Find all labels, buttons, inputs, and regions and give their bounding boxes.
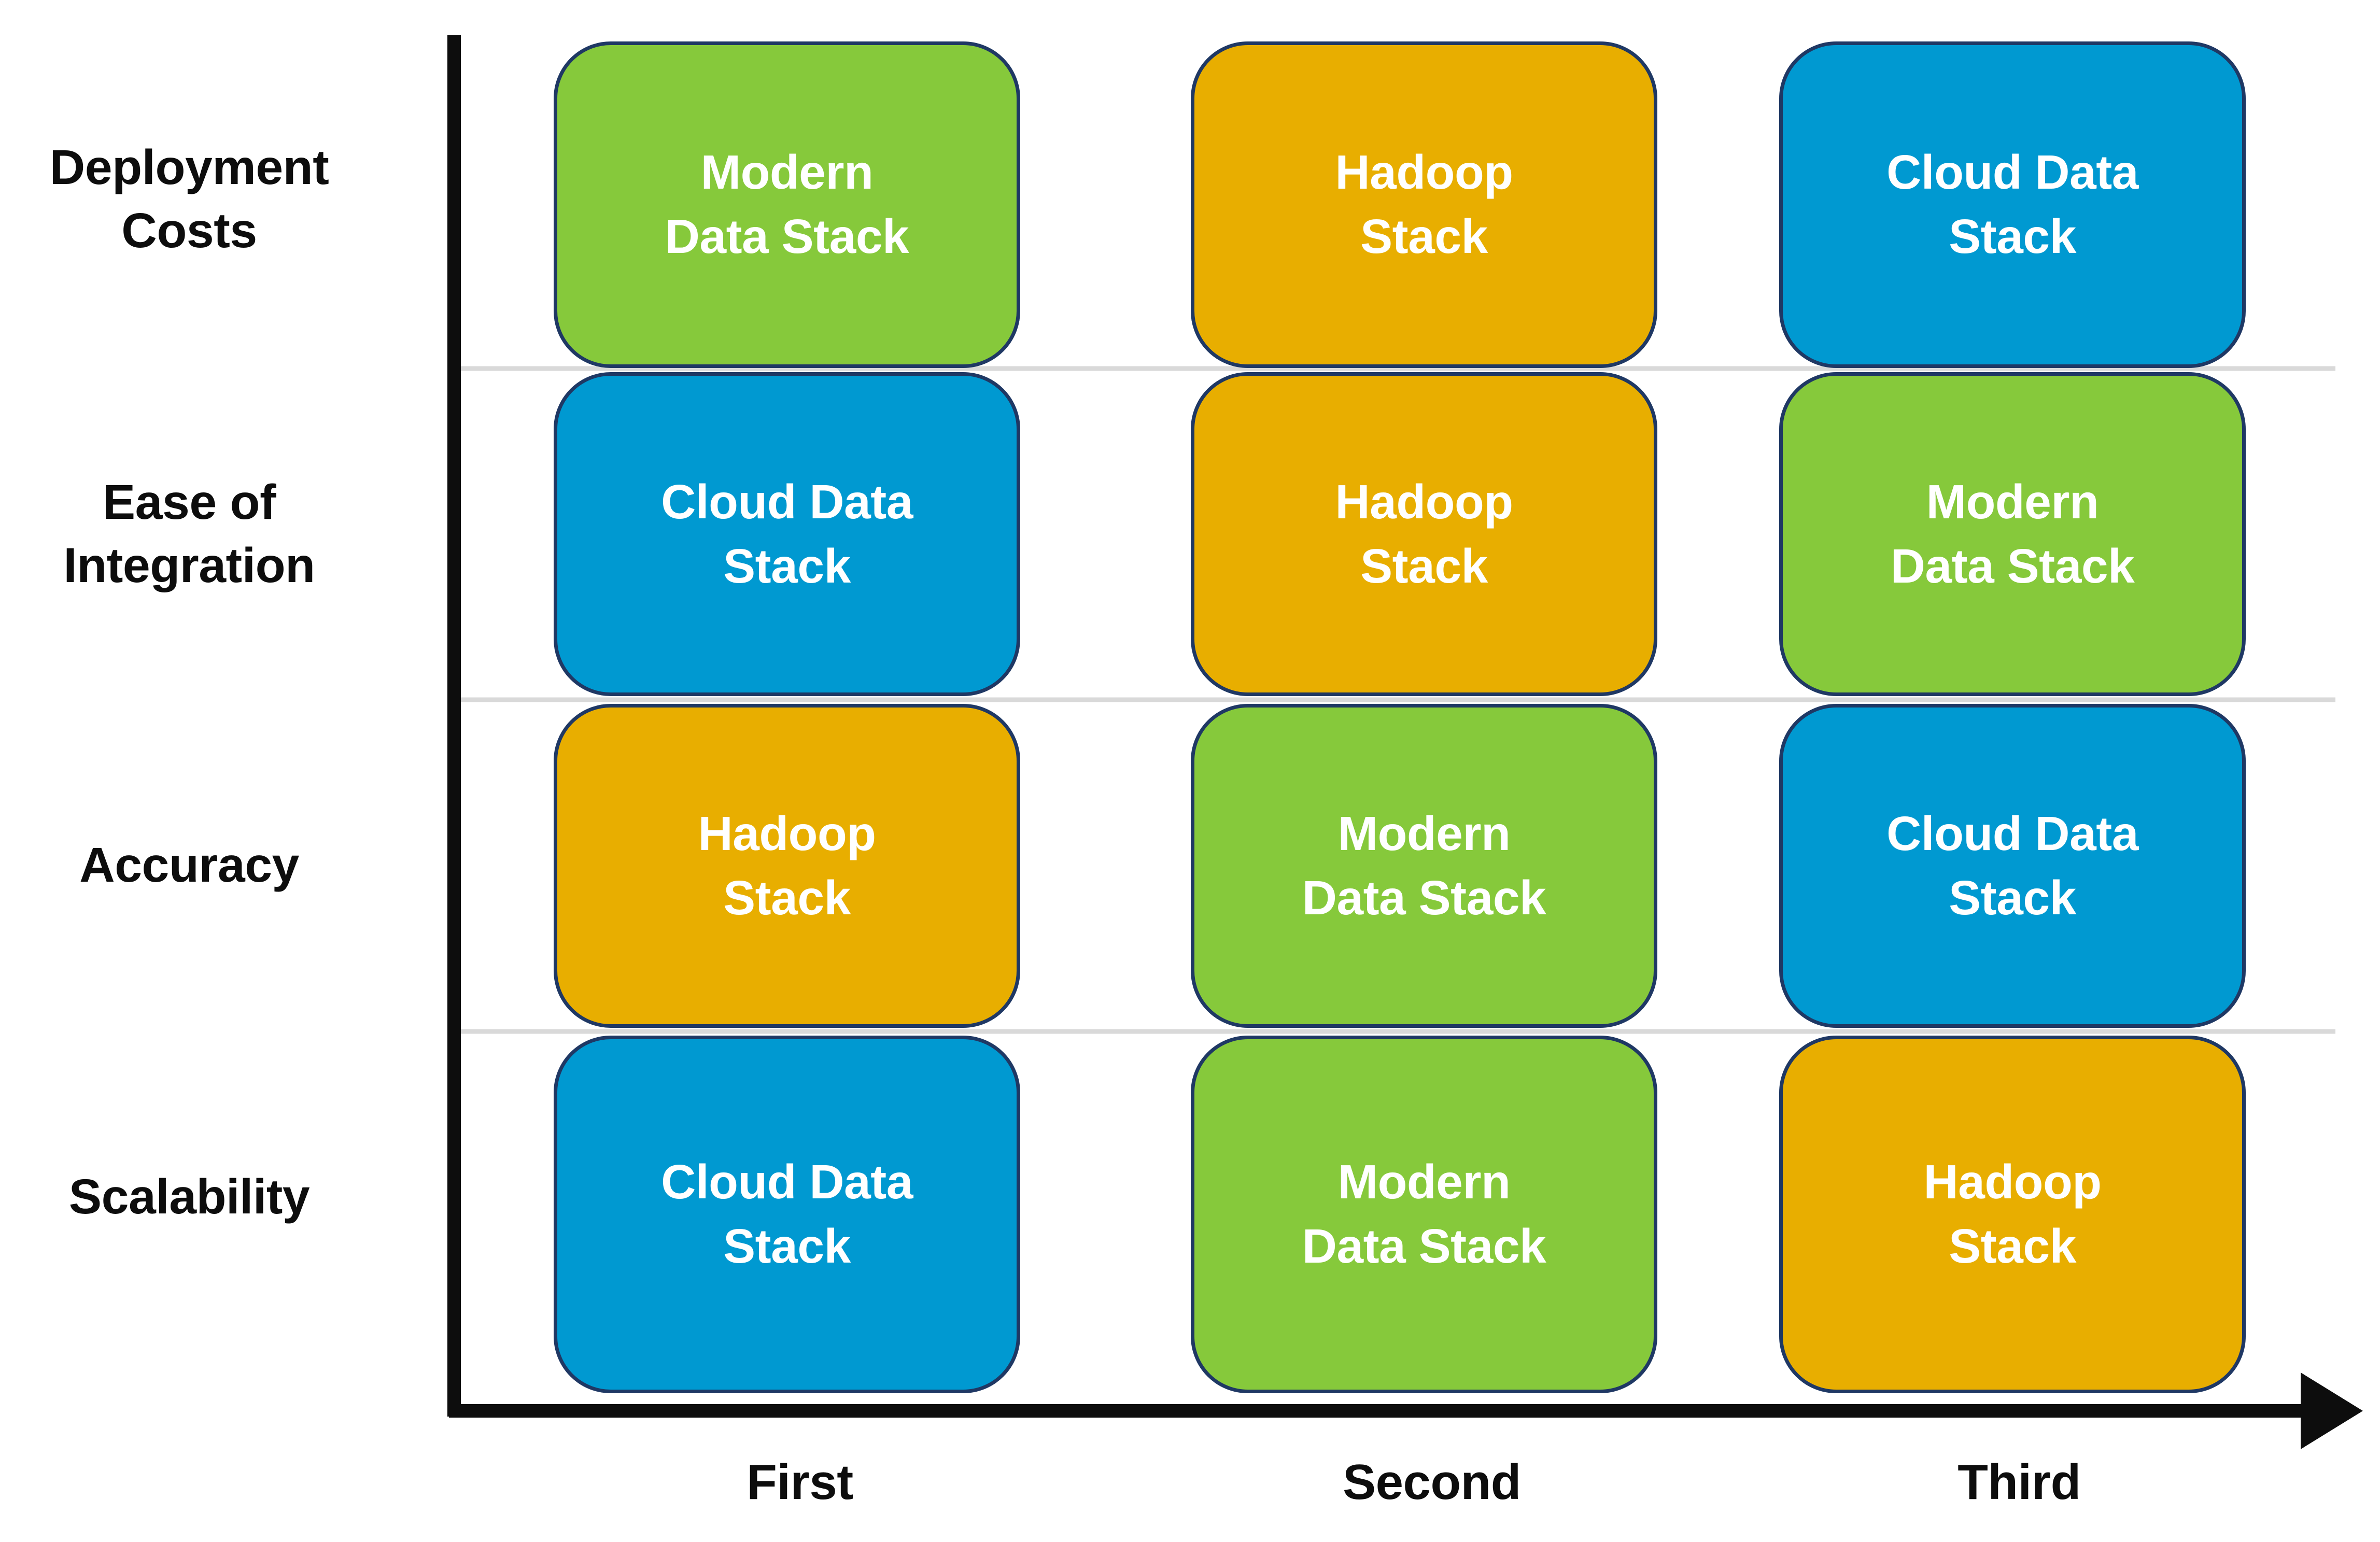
row-label-ease-of-integration: Ease of Integration [10, 369, 368, 700]
row-label-line-2: Integration [63, 537, 315, 593]
cell-label-line-2: Data Stack [1890, 539, 2135, 593]
row-label-line-1: Ease of [102, 474, 276, 530]
column-label-third: Third [1957, 1454, 2081, 1510]
row-label-line-1: Deployment [49, 140, 329, 195]
cell-r2c0-hadoop-stack[interactable]: Hadoop Stack [554, 704, 1020, 1028]
cell-label-line-1: Hadoop [698, 806, 876, 860]
row-label-scalability: Scalability [10, 1031, 368, 1363]
cell-label-line-2: Stack [1360, 209, 1488, 263]
row-label-line-1: Scalability [68, 1169, 310, 1225]
cell-label-line-2: Stack [723, 539, 851, 593]
cell-r2c1-modern-data-stack[interactable]: Modern Data Stack [1191, 704, 1657, 1028]
x-axis-arrow-icon [2301, 1373, 2363, 1449]
cell-r3c0-cloud-data-stack[interactable]: Cloud Data Stack [554, 1036, 1020, 1393]
cell-r3c2-hadoop-stack[interactable]: Hadoop Stack [1779, 1036, 2246, 1393]
cell-r2c2-cloud-data-stack[interactable]: Cloud Data Stack [1779, 704, 2246, 1028]
cell-label-line-2: Data Stack [1302, 1219, 1546, 1273]
cell-label-line-1: Hadoop [1335, 145, 1513, 200]
cell-label-line-1: Hadoop [1923, 1155, 2102, 1209]
cell-label-line-2: Stack [1360, 539, 1488, 593]
cell-label-line-1: Cloud Data [661, 474, 913, 529]
cell-r1c1-hadoop-stack[interactable]: Hadoop Stack [1191, 372, 1657, 696]
cell-label-line-1: Hadoop [1335, 474, 1513, 529]
cell-label-line-1: Cloud Data [661, 1155, 913, 1209]
cell-label-line-2: Stack [1949, 1219, 2076, 1273]
cell-r0c2-cloud-data-stack[interactable]: Cloud Data Stack [1779, 41, 2246, 368]
row-label-line-2: Costs [121, 203, 257, 258]
cell-label-line-2: Stack [1949, 870, 2076, 925]
cell-label-line-2: Stack [723, 870, 851, 925]
cell-r0c0-modern-data-stack[interactable]: Modern Data Stack [554, 41, 1020, 368]
cell-label-line-2: Stack [1949, 209, 2076, 263]
cell-r1c2-modern-data-stack[interactable]: Modern Data Stack [1779, 372, 2246, 696]
cell-label-line-2: Data Stack [1302, 870, 1546, 925]
column-label-first: First [747, 1454, 853, 1510]
row-label-deployment-costs: Deployment Costs [10, 31, 368, 368]
cell-r3c1-modern-data-stack[interactable]: Modern Data Stack [1191, 1036, 1657, 1393]
cell-label-line-1: Cloud Data [1886, 806, 2138, 860]
cell-label-line-1: Modern [700, 145, 874, 200]
column-label-second: Second [1343, 1454, 1521, 1510]
cell-label-line-2: Stack [723, 1219, 851, 1273]
cell-r0c1-hadoop-stack[interactable]: Hadoop Stack [1191, 41, 1657, 368]
cell-label-line-1: Cloud Data [1886, 145, 2138, 200]
cell-label-line-1: Modern [1337, 806, 1511, 860]
cell-label-line-1: Modern [1926, 474, 2099, 529]
cell-label-line-2: Data Stack [665, 209, 909, 263]
cell-label-line-1: Modern [1337, 1155, 1511, 1209]
cell-r1c0-cloud-data-stack[interactable]: Cloud Data Stack [554, 372, 1020, 696]
row-label-line-1: Accuracy [79, 838, 299, 893]
row-label-accuracy: Accuracy [10, 700, 368, 1031]
